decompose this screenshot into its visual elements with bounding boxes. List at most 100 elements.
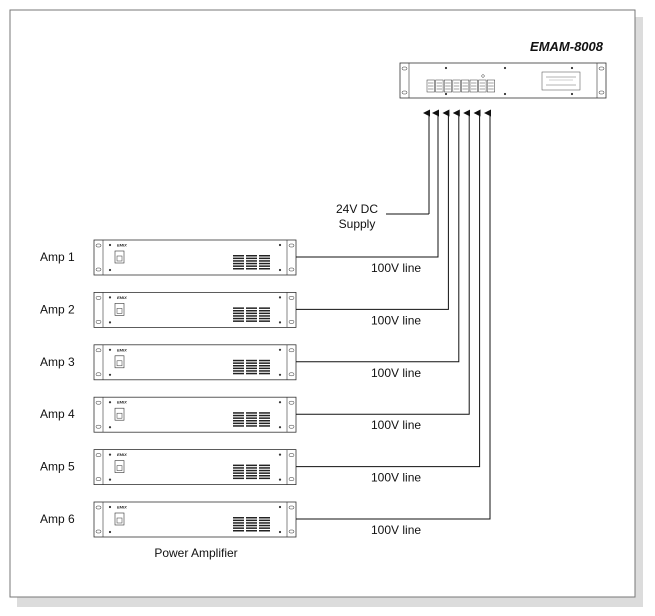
supply-label-line2: Supply xyxy=(339,217,376,231)
vent-slot xyxy=(233,265,244,267)
vent-slot xyxy=(233,425,244,427)
emam-controller-unit xyxy=(399,62,607,99)
vent-slot xyxy=(246,420,257,422)
vent-slot xyxy=(233,307,244,309)
vent-slot xyxy=(259,422,270,425)
amplifier-unit: Amp 6 EMIX 100V line xyxy=(40,109,491,538)
line-100v-label: 100V line xyxy=(371,523,421,537)
vent-slot xyxy=(259,315,270,317)
vent-slot xyxy=(233,414,244,417)
vent-slot xyxy=(259,372,270,375)
vent-slot xyxy=(233,359,244,362)
vent-slot xyxy=(233,524,244,527)
vent-slot xyxy=(259,414,270,417)
emix-brand-logo: EMIX xyxy=(117,505,127,510)
vent-slot xyxy=(233,317,244,320)
vent-slot xyxy=(233,527,244,529)
power-amplifier-caption: Power Amplifier xyxy=(154,546,237,560)
vent-slot xyxy=(246,310,257,312)
vent-slot xyxy=(246,370,257,372)
vent-slot xyxy=(259,464,270,467)
vent-slot xyxy=(233,257,244,260)
vent-slot xyxy=(233,469,244,472)
vent-slot xyxy=(259,317,270,320)
vent-slot xyxy=(259,310,270,312)
line-100v-wire xyxy=(296,109,471,415)
vent-slot xyxy=(246,265,257,267)
emix-brand-logo: EMIX xyxy=(117,400,127,405)
vent-slot xyxy=(246,320,257,322)
controller-model-label: EMAM-8008 xyxy=(530,39,604,54)
vent-slot xyxy=(246,268,257,270)
emix-brand-logo: EMIX xyxy=(117,347,127,352)
vent-slot xyxy=(259,255,270,257)
vent-slot xyxy=(246,315,257,317)
vent-slot xyxy=(259,367,270,370)
amp-label: Amp 3 xyxy=(40,355,75,369)
vent-slot xyxy=(246,417,257,419)
line-100v-wire xyxy=(296,109,481,468)
vent-slot xyxy=(233,412,244,414)
emix-brand-logo: EMIX xyxy=(117,452,127,457)
vent-slot xyxy=(259,307,270,309)
line-100v-wire xyxy=(296,109,450,310)
amp-label: Amp 4 xyxy=(40,407,75,421)
vent-slot xyxy=(246,255,257,257)
supply-label-line1: 24V DC xyxy=(336,202,378,216)
vent-slot xyxy=(246,425,257,427)
vent-slot xyxy=(246,260,257,262)
vent-slot xyxy=(259,417,270,419)
vent-slot xyxy=(233,370,244,372)
vent-slot xyxy=(233,464,244,467)
vent-slot xyxy=(246,262,257,265)
vent-slot xyxy=(259,262,270,265)
line-100v-label: 100V line xyxy=(371,261,421,275)
vent-slot xyxy=(246,367,257,370)
vent-slot xyxy=(259,425,270,427)
vent-slot xyxy=(233,362,244,364)
amp-label: Amp 2 xyxy=(40,302,75,316)
line-100v-label: 100V line xyxy=(371,313,421,327)
vent-slot xyxy=(246,527,257,529)
emix-brand-logo: EMIX xyxy=(117,243,127,248)
amplifier-unit: Amp 4 EMIX 100V line xyxy=(40,109,471,433)
amplifier-unit: Amp 3 EMIX 100V line xyxy=(40,109,460,381)
vent-slot xyxy=(246,412,257,414)
vent-slot xyxy=(259,469,270,472)
vent-slot xyxy=(246,522,257,524)
vent-slot xyxy=(233,467,244,469)
vent-slot xyxy=(233,260,244,262)
vent-slot xyxy=(233,320,244,322)
amp-label: Amp 5 xyxy=(40,460,75,474)
line-100v-label: 100V line xyxy=(371,418,421,432)
vent-slot xyxy=(259,517,270,519)
vent-slot xyxy=(259,420,270,422)
vent-slot xyxy=(246,307,257,309)
vent-slot xyxy=(259,359,270,362)
vent-slot xyxy=(246,372,257,375)
vent-slot xyxy=(259,524,270,527)
vent-slot xyxy=(246,257,257,260)
vent-slot xyxy=(259,362,270,364)
amplifier-unit: Amp 2 EMIX 100V line xyxy=(40,109,450,328)
vent-slot xyxy=(246,530,257,532)
line-100v-label: 100V line xyxy=(371,471,421,485)
vent-slot xyxy=(259,312,270,315)
vent-slot xyxy=(246,469,257,472)
vent-slot xyxy=(259,257,270,260)
vent-slot xyxy=(233,522,244,524)
amp-label: Amp 6 xyxy=(40,512,75,526)
vent-slot xyxy=(246,472,257,474)
vent-slot xyxy=(233,367,244,370)
vent-slot xyxy=(233,365,244,367)
vent-slot xyxy=(233,417,244,419)
vent-slot xyxy=(246,362,257,364)
vent-slot xyxy=(233,477,244,480)
vent-slot xyxy=(233,310,244,312)
vent-slot xyxy=(233,420,244,422)
vent-slot xyxy=(233,255,244,257)
emix-brand-logo: EMIX xyxy=(117,295,127,300)
vent-slot xyxy=(259,519,270,522)
